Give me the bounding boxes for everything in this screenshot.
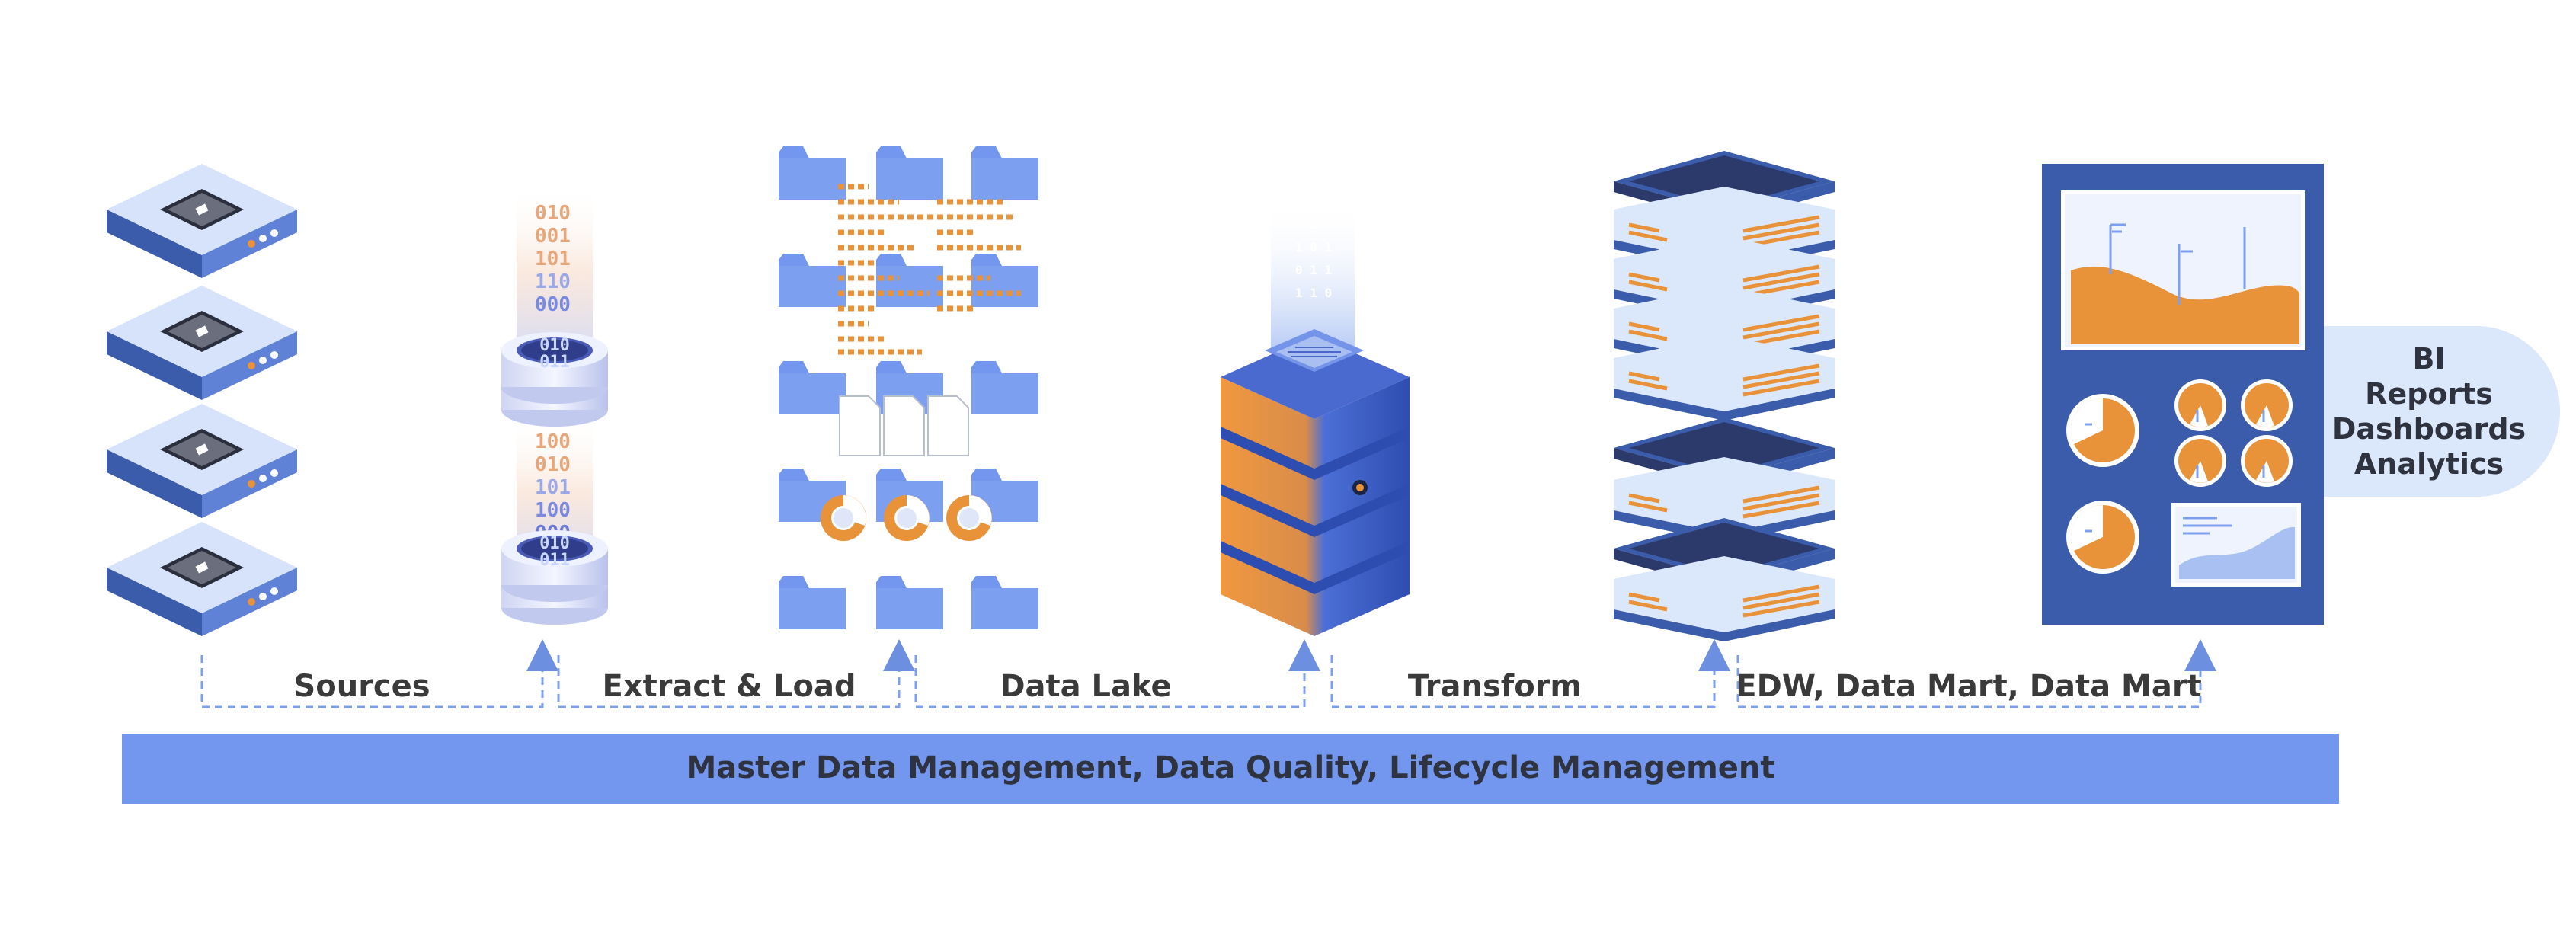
svg-text:0 1 1: 0 1 1 (1295, 263, 1332, 277)
area-chart-icon (2071, 223, 2299, 344)
folder-icon (779, 146, 846, 200)
document-icon (883, 395, 925, 456)
stage-label-edw: EDW, Data Mart, Data Mart (1736, 669, 2201, 704)
code-snippets (838, 184, 1021, 355)
donut-chart-icon (821, 495, 866, 541)
binary-text: 101 (535, 476, 571, 499)
folder-icon (876, 254, 943, 307)
binary-text: 000 (535, 293, 571, 316)
database-disk-icon: 010 011 (501, 530, 608, 625)
binary-text: 010 (535, 202, 571, 225)
stage-brackets (200, 639, 2216, 708)
svg-text:1 1 0: 1 1 0 (1295, 286, 1332, 300)
folder-icon (971, 146, 1038, 200)
stage-label-extract-load: Extract & Load (602, 669, 856, 704)
folder-icon (876, 146, 943, 200)
mdm-bar-background (122, 734, 2339, 804)
mdm-bar: Master Data Management, Data Quality, Li… (122, 734, 2339, 804)
svg-text:011: 011 (539, 551, 570, 570)
binary-text: 010 (535, 453, 571, 476)
donut-chart-icon (946, 495, 992, 541)
bi-line: Reports (2365, 377, 2493, 411)
transform-bracket (1330, 639, 1730, 708)
stage-label-data-lake: Data Lake (1000, 669, 1171, 704)
binary-text: 001 (535, 225, 571, 248)
folder-icon (971, 361, 1038, 414)
edw-server-stack-icon (1614, 151, 1835, 641)
documents (839, 395, 969, 456)
bi-callout: BI Reports Dashboards Analytics (2316, 326, 2560, 497)
extract-load-column: 010 001 101 110 000 100 010 101 100 000 … (501, 183, 608, 625)
stage-label-sources: Sources (293, 669, 430, 704)
bi-line: Analytics (2354, 447, 2504, 481)
binary-text: 110 (535, 270, 571, 293)
svg-text:0 1 0: 0 1 0 (1295, 217, 1332, 232)
folder-icon (876, 576, 943, 629)
data-beam (517, 183, 593, 358)
source-server-icon (107, 522, 297, 636)
mdm-bar-label: Master Data Management, Data Quality, Li… (686, 750, 1774, 785)
binary-text: 100 (535, 499, 571, 522)
folder-icon (971, 576, 1038, 629)
database-disk-icon: 010 011 (501, 332, 608, 427)
donut-chart-icon (884, 495, 930, 541)
stage-labels: Sources Extract & Load Data Lake Transfo… (293, 669, 2201, 704)
folder-icon (779, 254, 846, 307)
source-server-icon (107, 404, 297, 518)
sources-bracket (200, 639, 558, 708)
mini-area-chart-icon (2171, 503, 2301, 587)
document-icon (839, 395, 881, 456)
stage-label-transform: Transform (1408, 669, 1582, 704)
svg-text:010: 010 (539, 336, 570, 355)
dashboard-icon (2042, 164, 2324, 625)
bi-line: BI (2412, 342, 2445, 376)
document-icon (927, 395, 969, 456)
binary-text: 101 (535, 248, 571, 270)
data-lake-bracket (914, 639, 1320, 708)
extract-load-bracket (557, 639, 915, 708)
source-server-icon (107, 164, 297, 278)
donut-charts (821, 495, 992, 541)
binary-text: 100 (535, 430, 571, 453)
svg-text:1 0 1: 1 0 1 (1295, 240, 1332, 254)
folder-icon (779, 361, 846, 414)
svg-text:011: 011 (539, 353, 570, 372)
svg-text:010: 010 (539, 534, 570, 553)
source-server-icon (107, 286, 297, 400)
edw-bracket (1736, 639, 2216, 708)
source-servers (107, 164, 297, 636)
folder-icon (779, 576, 846, 629)
bi-line: Dashboards (2332, 412, 2526, 446)
data-lake-server-icon: 0 1 0 1 0 1 0 1 1 1 1 0 (1221, 202, 1410, 636)
